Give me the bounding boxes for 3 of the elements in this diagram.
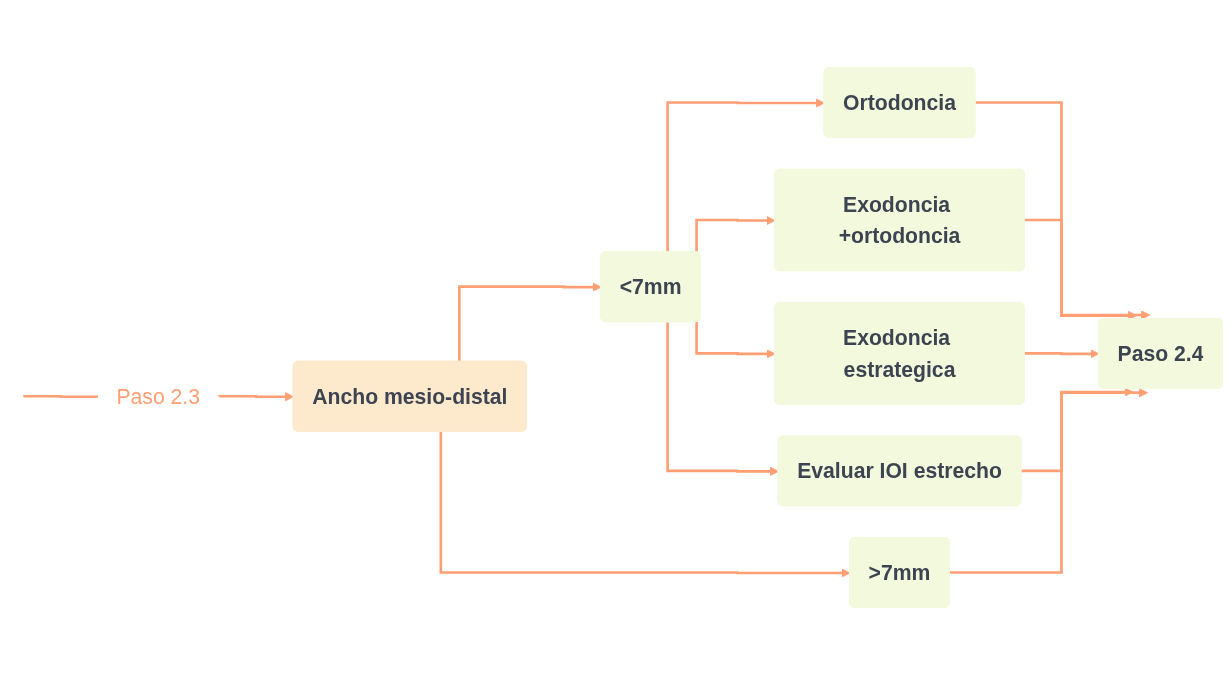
connector (21, 394, 98, 399)
node-text: Paso 2.3 (116, 384, 200, 408)
arrow (666, 98, 825, 253)
